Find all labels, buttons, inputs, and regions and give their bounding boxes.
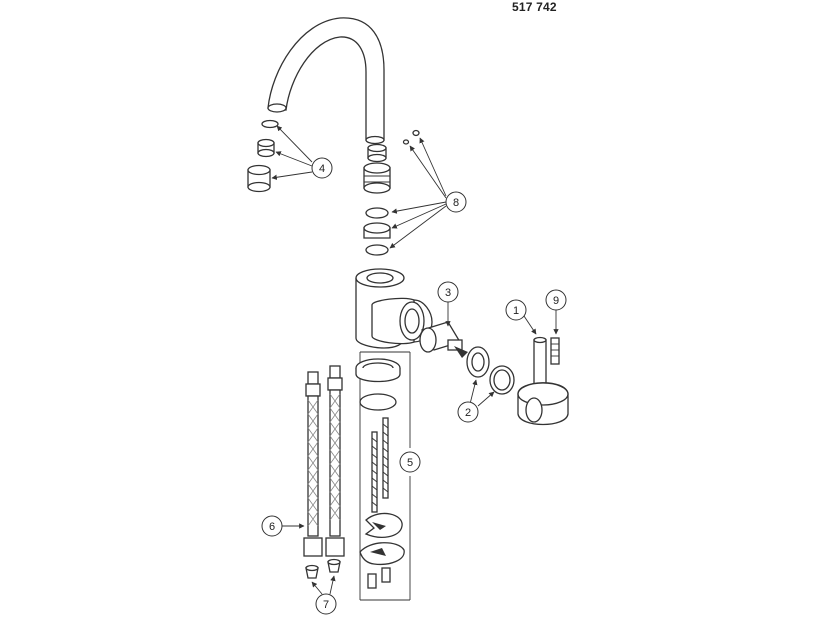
- mounting-kit: [355, 351, 411, 601]
- callout-5-label: 5: [407, 457, 413, 469]
- leader-lines: [271, 125, 559, 595]
- flexible-hoses: [303, 365, 345, 557]
- callout-7-label: 7: [323, 599, 329, 611]
- reference-number: 517 742: [512, 0, 557, 14]
- aerator-parts: [247, 119, 279, 193]
- callout-9: 9: [545, 289, 567, 311]
- cartridge-cap: [466, 346, 515, 395]
- callout-6: 6: [261, 515, 283, 537]
- callout-3-label: 3: [445, 287, 451, 299]
- threaded-rods: [371, 417, 389, 513]
- callout-8-label: 8: [453, 197, 459, 209]
- callout-8: 8: [445, 191, 467, 213]
- cartridge: [419, 321, 468, 358]
- callout-6-label: 6: [269, 521, 275, 533]
- callout-2: 2: [457, 401, 479, 423]
- aerator-insert: [257, 138, 275, 158]
- callout-5: 5: [399, 451, 421, 473]
- horseshoe-washer: [359, 542, 405, 566]
- callout-3: 3: [437, 281, 459, 303]
- aerator-housing: [247, 164, 271, 193]
- callout-2-label: 2: [465, 407, 471, 419]
- set-screw-small: [402, 129, 420, 145]
- hose-left: [303, 371, 323, 557]
- callout-9-label: 9: [553, 295, 559, 307]
- base-seal: [355, 358, 401, 383]
- lever-handle: [517, 336, 569, 426]
- hose-right: [325, 365, 345, 557]
- mounting-nuts: [367, 567, 391, 589]
- callout-4-label: 4: [319, 163, 325, 175]
- callout-4: 4: [311, 157, 333, 179]
- spout: [267, 17, 385, 145]
- faucet-body: [355, 268, 433, 349]
- hose-strainers: [305, 558, 341, 579]
- callout-1-label: 1: [513, 305, 519, 317]
- callout-1: 1: [505, 299, 527, 321]
- set-screw: [550, 337, 560, 365]
- mounting-plate: [364, 512, 403, 538]
- callout-7: 7: [315, 593, 337, 615]
- spout-seal-kit: [363, 129, 420, 256]
